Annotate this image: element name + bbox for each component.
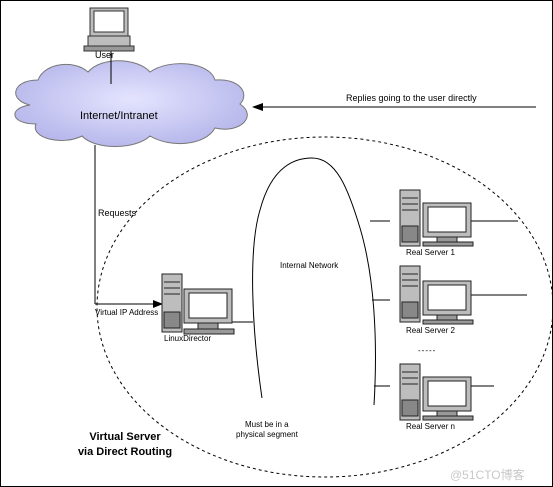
replies-label: Replies going to the user directly (346, 93, 477, 103)
diagram-title-line-1: Virtual Server (89, 431, 161, 443)
real-server-n-label: Real Server n (406, 422, 455, 431)
virtual-ip-label: Virtual IP Address (95, 308, 159, 317)
internal-network-segment (252, 157, 376, 406)
internal-network-label: Internal Network (280, 261, 339, 270)
real-server-2-label: Real Server 2 (406, 326, 455, 335)
real-server-2-machine (399, 265, 474, 325)
requests-label: Requests (98, 208, 137, 218)
user-label: User (95, 50, 115, 60)
user-computer (83, 7, 135, 52)
connection-lines (94, 47, 536, 387)
virtual-server-boundary (96, 136, 553, 478)
diagram-title-line-2: via Direct Routing (77, 446, 173, 458)
linux-director-machine (161, 273, 235, 335)
real-server-n-machine (399, 363, 474, 421)
requests-arrowhead (153, 300, 163, 308)
diagram-title: Virtual Server via Direct Routing (70, 430, 180, 460)
watermark: @51CTO博客 (450, 468, 525, 482)
internet-cloud (14, 60, 248, 147)
real-server-1-machine (399, 189, 474, 247)
ellipsis-label: ----- (418, 346, 437, 355)
real-server-1-label: Real Server 1 (406, 248, 455, 257)
replies-arrowhead (252, 103, 263, 111)
segment-note-line-1: Must be in a (245, 420, 289, 429)
cloud-label: Internet/Intranet (80, 110, 158, 122)
segment-note-line-2: physical segment (236, 430, 298, 439)
linux-director-label: LinuxDirector (164, 334, 212, 343)
